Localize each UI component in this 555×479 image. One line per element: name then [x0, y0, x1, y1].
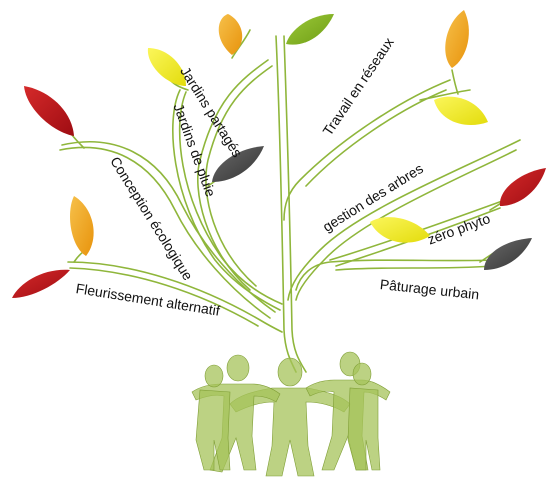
leaf-icon-red	[12, 269, 70, 298]
leaf-icon-orange	[218, 14, 243, 55]
leaf-icon-red	[499, 168, 546, 206]
leaf-icon-yellow	[147, 48, 186, 86]
people-group	[191, 351, 391, 477]
leaf-icon-grey	[484, 238, 532, 270]
branch-jardins-partages	[197, 59, 269, 291]
leaf-icon-grey	[212, 146, 264, 182]
branch-jardins-de-pluie	[172, 89, 281, 311]
branch-gestion	[287, 139, 521, 301]
person-icon	[191, 354, 281, 473]
person-icon	[195, 364, 231, 471]
leaf-icon-yellow	[370, 217, 430, 243]
leaf-icon-yellow	[434, 96, 488, 126]
leaf-icon-red	[24, 86, 74, 136]
leaf-icon-green	[286, 14, 334, 45]
branch-paturage	[295, 259, 496, 291]
leaves	[12, 10, 546, 298]
tree-branches	[59, 23, 521, 373]
branch-fleurissement	[67, 261, 283, 333]
branch-travail	[283, 79, 451, 221]
leaf-icon-orange	[445, 10, 469, 68]
leaf-icon-orange	[70, 196, 94, 256]
branch-conception	[59, 146, 271, 319]
trunk	[275, 35, 297, 373]
person-icon	[347, 362, 381, 471]
